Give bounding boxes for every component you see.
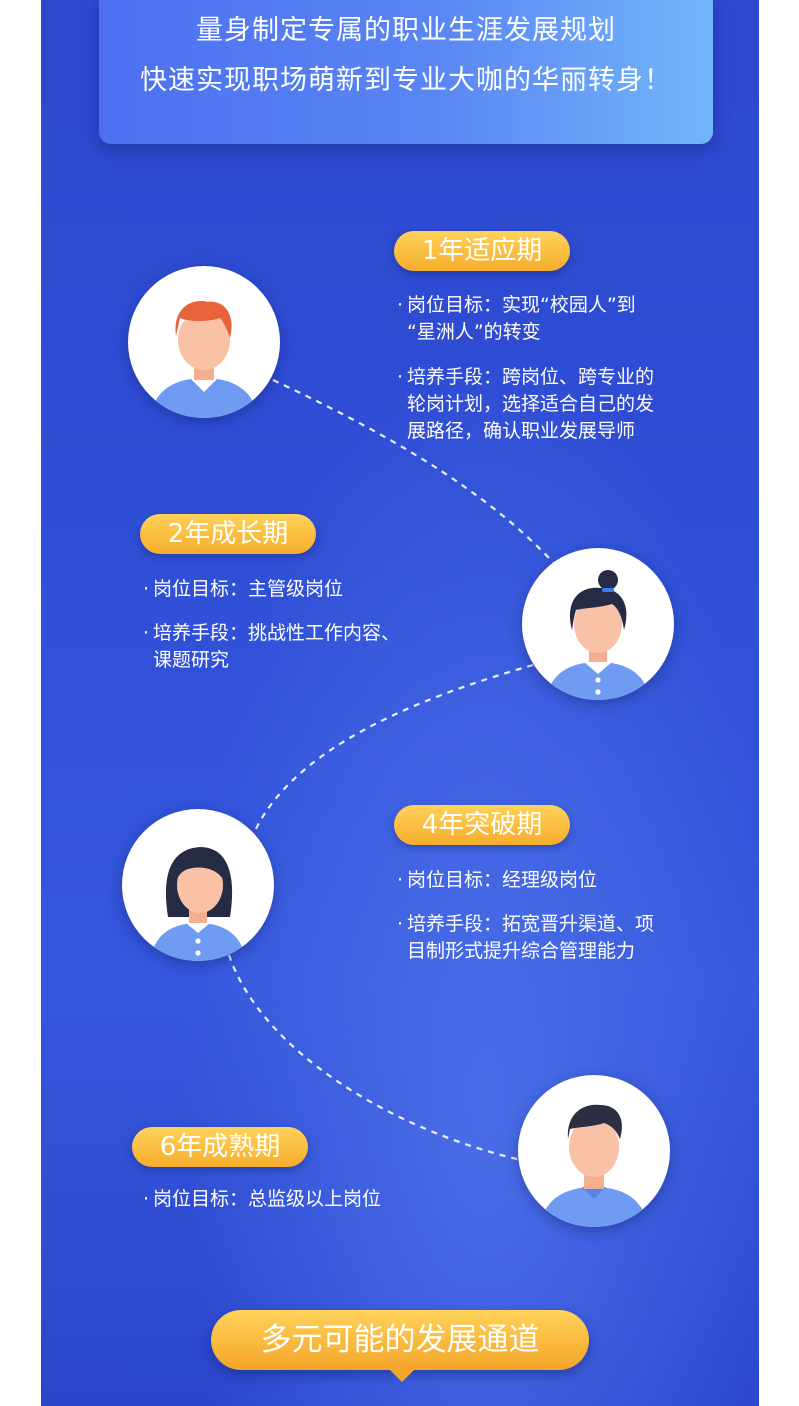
stage-4-label: 6年成熟期 bbox=[132, 1127, 308, 1167]
career-path-dashed-line bbox=[227, 379, 570, 1162]
woman-long-hair-avatar-icon bbox=[122, 809, 274, 961]
bullet-dot: · bbox=[397, 913, 404, 935]
stage-3-method-line-2: 目制形式提升综合管理能力 bbox=[407, 940, 636, 962]
footer-pointer bbox=[388, 1368, 416, 1382]
stage-1-method: · 培养手段：跨岗位、跨专业的 轮岗计划，选择适合自己的发 展路径，确认职业发展… bbox=[397, 364, 737, 445]
banner-line-1: 量身制定专属的职业生涯发展规划 bbox=[196, 15, 616, 46]
bullet-dot: · bbox=[397, 869, 404, 891]
stage-4-goal-line-1: 岗位目标：总监级以上岗位 bbox=[153, 1188, 382, 1210]
stage-1-goal: · 岗位目标：实现“校园人”到 “星洲人”的转变 bbox=[397, 292, 737, 346]
stage-3-goal-line-1: 岗位目标：经理级岗位 bbox=[407, 869, 598, 891]
stage-1-goal-line-1: 岗位目标：实现“校园人”到 bbox=[407, 294, 636, 316]
career-poster: 量身制定专属的职业生涯发展规划 快速实现职场萌新到专业大咖的华丽转身！ bbox=[41, 0, 759, 1406]
man-orange-hair-avatar-icon bbox=[128, 266, 280, 418]
stage-3-label: 4年突破期 bbox=[394, 805, 570, 845]
stage-1-label: 1年适应期 bbox=[394, 231, 570, 271]
stage-1-method-line-2: 轮岗计划，选择适合自己的发 bbox=[407, 393, 655, 415]
stage-1-goal-line-2: “星洲人”的转变 bbox=[407, 321, 541, 343]
development-channel-banner: 多元可能的发展通道 bbox=[211, 1310, 589, 1370]
stage-3-goal: · 岗位目标：经理级岗位 bbox=[397, 867, 737, 894]
stage-1-method-line-1: 培养手段：跨岗位、跨专业的 bbox=[407, 366, 655, 388]
banner-line-2: 快速实现职场萌新到专业大咖的华丽转身！ bbox=[140, 65, 672, 96]
stage-2-label: 2年成长期 bbox=[140, 514, 316, 554]
stage-2-goal: · 岗位目标：主管级岗位 bbox=[143, 576, 483, 603]
woman-bun-avatar-icon bbox=[522, 548, 674, 700]
stage-2-method-line-2: 课题研究 bbox=[153, 649, 230, 671]
bullet-dot: · bbox=[397, 366, 404, 388]
stage-4-goal: · 岗位目标：总监级以上岗位 bbox=[143, 1186, 483, 1213]
stage-2-method-line-1: 培养手段：挑战性工作内容、 bbox=[153, 622, 401, 644]
bullet-dot: · bbox=[397, 294, 404, 316]
stage-2-goal-line-1: 岗位目标：主管级岗位 bbox=[153, 578, 344, 600]
bullet-dot: · bbox=[143, 578, 150, 600]
bullet-dot: · bbox=[143, 622, 150, 644]
man-dark-hair-avatar-icon bbox=[518, 1075, 670, 1227]
stage-1-method-line-3: 展路径，确认职业发展导师 bbox=[407, 420, 636, 442]
header-banner: 量身制定专属的职业生涯发展规划 快速实现职场萌新到专业大咖的华丽转身！ bbox=[99, 0, 713, 144]
stage-2-method: · 培养手段：挑战性工作内容、 课题研究 bbox=[143, 620, 483, 674]
stage-3-method: · 培养手段：拓宽晋升渠道、项 目制形式提升综合管理能力 bbox=[397, 911, 737, 965]
stage-3-method-line-1: 培养手段：拓宽晋升渠道、项 bbox=[407, 913, 655, 935]
bullet-dot: · bbox=[143, 1188, 150, 1210]
